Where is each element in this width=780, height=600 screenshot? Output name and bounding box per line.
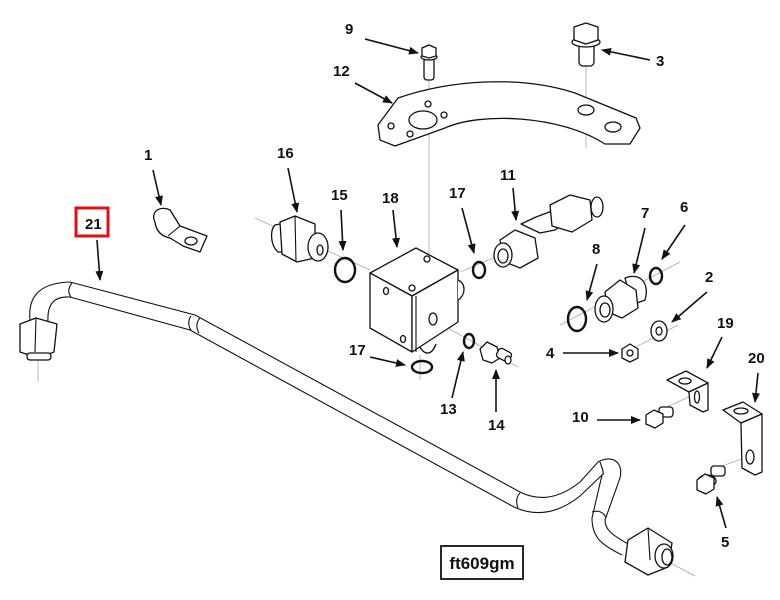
tube-fitting-11[interactable] [493, 194, 604, 269]
bolt-10[interactable] [645, 406, 674, 429]
callout-13[interactable]: 13 [440, 401, 457, 418]
adapter-fitting-16[interactable] [270, 215, 329, 263]
callout-18[interactable]: 18 [382, 190, 399, 207]
callout-21[interactable]: 21 [85, 216, 102, 233]
mounting-plate-12[interactable] [377, 81, 641, 147]
callout-8[interactable]: 8 [592, 241, 600, 258]
hydraulic-tube-21[interactable] [19, 281, 674, 576]
callout-17-bottom[interactable]: 17 [349, 342, 366, 359]
callout-4[interactable]: 4 [546, 345, 555, 362]
callout-9[interactable]: 9 [345, 21, 353, 38]
callout-20[interactable]: 20 [748, 350, 765, 367]
callout-1[interactable]: 1 [144, 147, 152, 164]
callout-7[interactable]: 7 [641, 205, 649, 222]
callout-labels: 1 2 3 4 5 6 7 8 9 10 11 12 13 14 15 16 1… [85, 21, 765, 551]
callout-16[interactable]: 16 [277, 145, 294, 162]
bolt-small-9[interactable] [420, 44, 438, 81]
o-ring-8[interactable] [566, 305, 588, 333]
reference-code: ft609gm [449, 554, 514, 573]
o-ring-17-bottom[interactable] [410, 359, 434, 375]
bracket-long-20[interactable] [722, 401, 763, 476]
callout-11[interactable]: 11 [500, 167, 516, 184]
leader-lines [95, 38, 760, 529]
callout-14[interactable]: 14 [488, 417, 505, 434]
callout-10[interactable]: 10 [572, 409, 589, 426]
callout-2[interactable]: 2 [705, 269, 713, 286]
p-clip-1[interactable] [153, 207, 208, 253]
manifold-block-18[interactable] [369, 247, 465, 354]
bulkhead-fitting-7[interactable] [594, 275, 647, 323]
callout-3[interactable]: 3 [656, 53, 664, 70]
reference-code-box: ft609gm [440, 545, 524, 580]
o-ring-13[interactable] [462, 332, 476, 350]
washer-2[interactable] [650, 320, 668, 342]
bolt-5[interactable] [696, 465, 726, 495]
nut-4[interactable] [621, 343, 639, 363]
callout-6[interactable]: 6 [680, 199, 688, 216]
o-ring-6[interactable] [648, 266, 664, 286]
callout-15[interactable]: 15 [331, 187, 348, 204]
callout-12[interactable]: 12 [333, 63, 350, 80]
callout-19[interactable]: 19 [717, 315, 734, 332]
highlight-box-21 [74, 206, 110, 238]
o-ring-15[interactable] [333, 256, 357, 284]
bolt-large-3[interactable] [571, 22, 601, 67]
bracket-19[interactable] [666, 370, 709, 413]
callout-5[interactable]: 5 [721, 534, 729, 551]
plug-fitting-14[interactable] [479, 341, 513, 365]
o-ring-17-top[interactable] [471, 260, 487, 280]
callout-17-top[interactable]: 17 [449, 185, 466, 202]
